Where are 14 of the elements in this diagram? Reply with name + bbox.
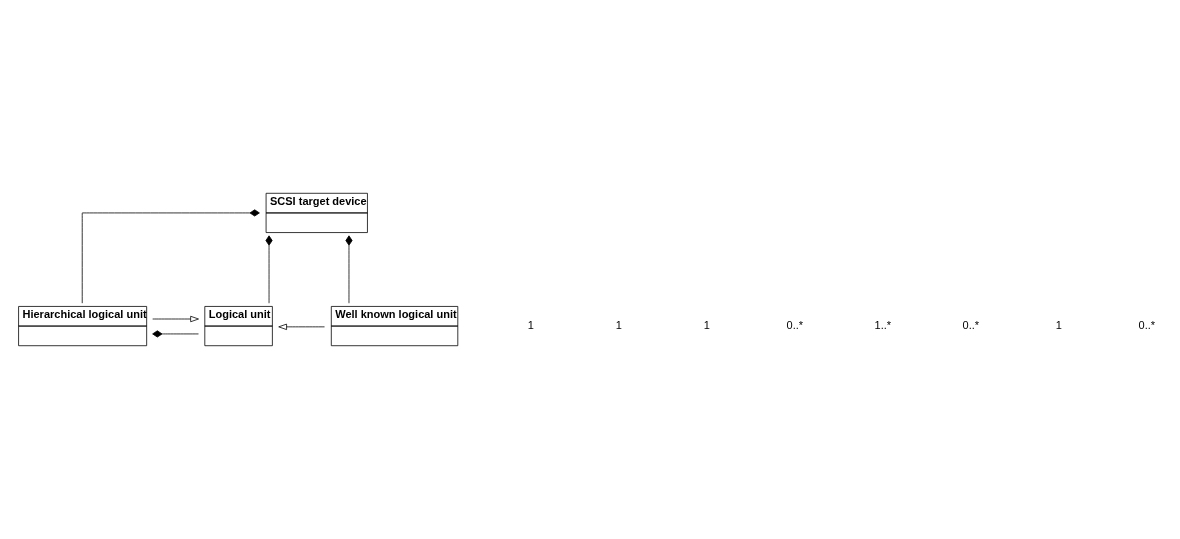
- connector: [152, 330, 199, 338]
- connector: [81, 209, 260, 304]
- arrow: [152, 315, 199, 323]
- label: 0..*: [962, 318, 980, 331]
- label: 0..*: [1138, 318, 1156, 331]
- label: 1: [1055, 318, 1062, 331]
- label: 1: [703, 318, 710, 331]
- arrow: [278, 323, 325, 330]
- connector: [265, 235, 273, 304]
- connector: [345, 235, 353, 304]
- label: 1: [615, 318, 622, 331]
- label: 0..*: [786, 318, 804, 331]
- label: 1..*: [874, 318, 892, 331]
- label: 1: [527, 318, 534, 331]
